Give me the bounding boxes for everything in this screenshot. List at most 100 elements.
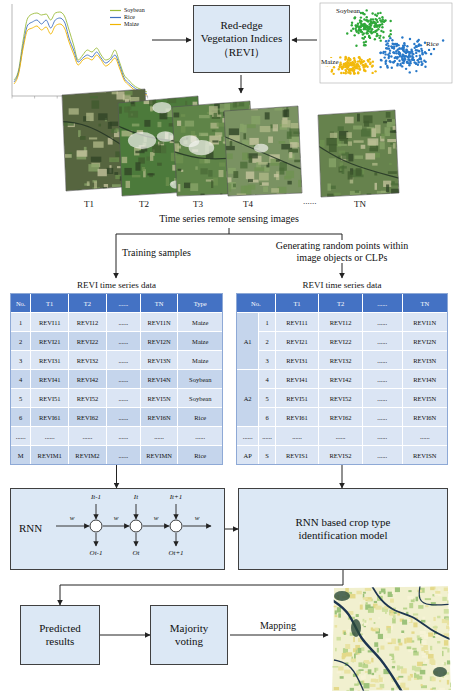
scatter-point (345, 70, 347, 72)
image-patch (260, 182, 269, 185)
table-cell: 4 (11, 370, 30, 388)
image-patch (142, 167, 145, 171)
scatter-point (338, 68, 340, 70)
image-patch (374, 172, 377, 175)
input-label: It (134, 493, 138, 501)
scatter-point (420, 64, 422, 66)
image-patch (157, 122, 161, 127)
map-patch (354, 684, 358, 686)
table-cell: REVI61 (31, 408, 68, 426)
map-patch (442, 662, 445, 664)
scatter-point (384, 53, 386, 55)
map-patch (374, 601, 377, 603)
scatter-point (354, 67, 356, 69)
table-cell: ...... (259, 427, 274, 445)
map-river (332, 600, 402, 692)
map-patch (450, 608, 455, 612)
rnn-cell (130, 520, 142, 532)
image-patch (356, 168, 362, 176)
map-patch (346, 690, 349, 693)
table-cell: ...... (11, 427, 30, 445)
process-box: Predicted results (20, 605, 100, 665)
scatter-point (401, 62, 403, 64)
map-patch (417, 635, 420, 638)
image-patch (214, 113, 217, 119)
scatter-point (402, 46, 404, 48)
scatter-point (385, 40, 387, 42)
map-ground (332, 586, 451, 691)
scatter-point (415, 70, 417, 72)
scatter-point (403, 50, 405, 52)
image-patch (333, 193, 340, 196)
map-patch (418, 605, 423, 609)
map-patch (414, 667, 419, 671)
scatter-point (379, 52, 381, 54)
scatter-point (421, 52, 423, 54)
image-patch (248, 185, 256, 190)
image-cloud (254, 144, 269, 153)
scatter-point (358, 26, 360, 28)
map-patch (449, 591, 454, 596)
image-patch (185, 121, 194, 127)
scatter-point (351, 21, 353, 23)
image-patch (219, 162, 225, 166)
image-patch (184, 183, 190, 188)
scatter-point (387, 57, 389, 59)
image-patch (91, 157, 101, 162)
table-cell: REVI21 (31, 332, 68, 350)
table-cell: REVI5N (403, 389, 447, 407)
map-patch (433, 626, 438, 628)
scatter-point (420, 48, 422, 50)
time-label: T1 (84, 199, 94, 209)
scatter-point (346, 32, 348, 34)
scatter-point (377, 12, 379, 14)
table-grid: No.T1T2......TNA11REVI11REVI12......REVI… (236, 293, 448, 465)
class-label: Soybean (336, 7, 360, 15)
image-patch (393, 143, 396, 148)
scatter-point (361, 37, 363, 39)
scatter-point (389, 30, 391, 32)
recurrent-arrow (103, 526, 129, 527)
image-border (318, 110, 399, 197)
map-patch (378, 634, 383, 639)
image-patch (98, 113, 107, 120)
image-patch (344, 141, 348, 144)
image-patch (265, 112, 270, 119)
table-cell: ...... (107, 427, 140, 445)
scatter-point (340, 72, 342, 74)
image-patch (382, 195, 386, 201)
process-box: RNN based crop type identification model (238, 488, 448, 570)
table-cell: ...... (107, 408, 140, 426)
map-patch (363, 683, 369, 688)
scatter-point (406, 62, 408, 64)
scatter-point (376, 21, 378, 23)
map-patch (421, 653, 425, 655)
scatter-point (380, 59, 382, 61)
map-patch (343, 630, 346, 634)
scatter-point (341, 67, 343, 69)
map-patch (449, 606, 455, 611)
image-patch (114, 172, 118, 175)
table-cell: REVI21 (276, 332, 319, 350)
image-patch (353, 126, 362, 130)
image-patch (77, 150, 88, 157)
map-patch (335, 610, 337, 614)
image-patch (367, 193, 372, 200)
scatter-point (349, 72, 351, 74)
spectral-curve (14, 12, 147, 92)
table-cell: REVI6N (141, 408, 178, 426)
scatter-point (385, 47, 387, 49)
map-patch (363, 592, 366, 594)
table-cell: Soybean (178, 389, 222, 407)
scatter-point (394, 57, 396, 59)
scatter-point (367, 32, 369, 34)
scatter-point (347, 59, 349, 61)
map-patch (447, 600, 453, 603)
image-patch (181, 114, 185, 117)
scatter-point (371, 65, 373, 67)
scatter-point (355, 63, 357, 65)
image-patch (131, 96, 135, 104)
map-patch (395, 646, 400, 650)
time-label: T3 (193, 199, 203, 209)
image-patch (345, 117, 354, 124)
